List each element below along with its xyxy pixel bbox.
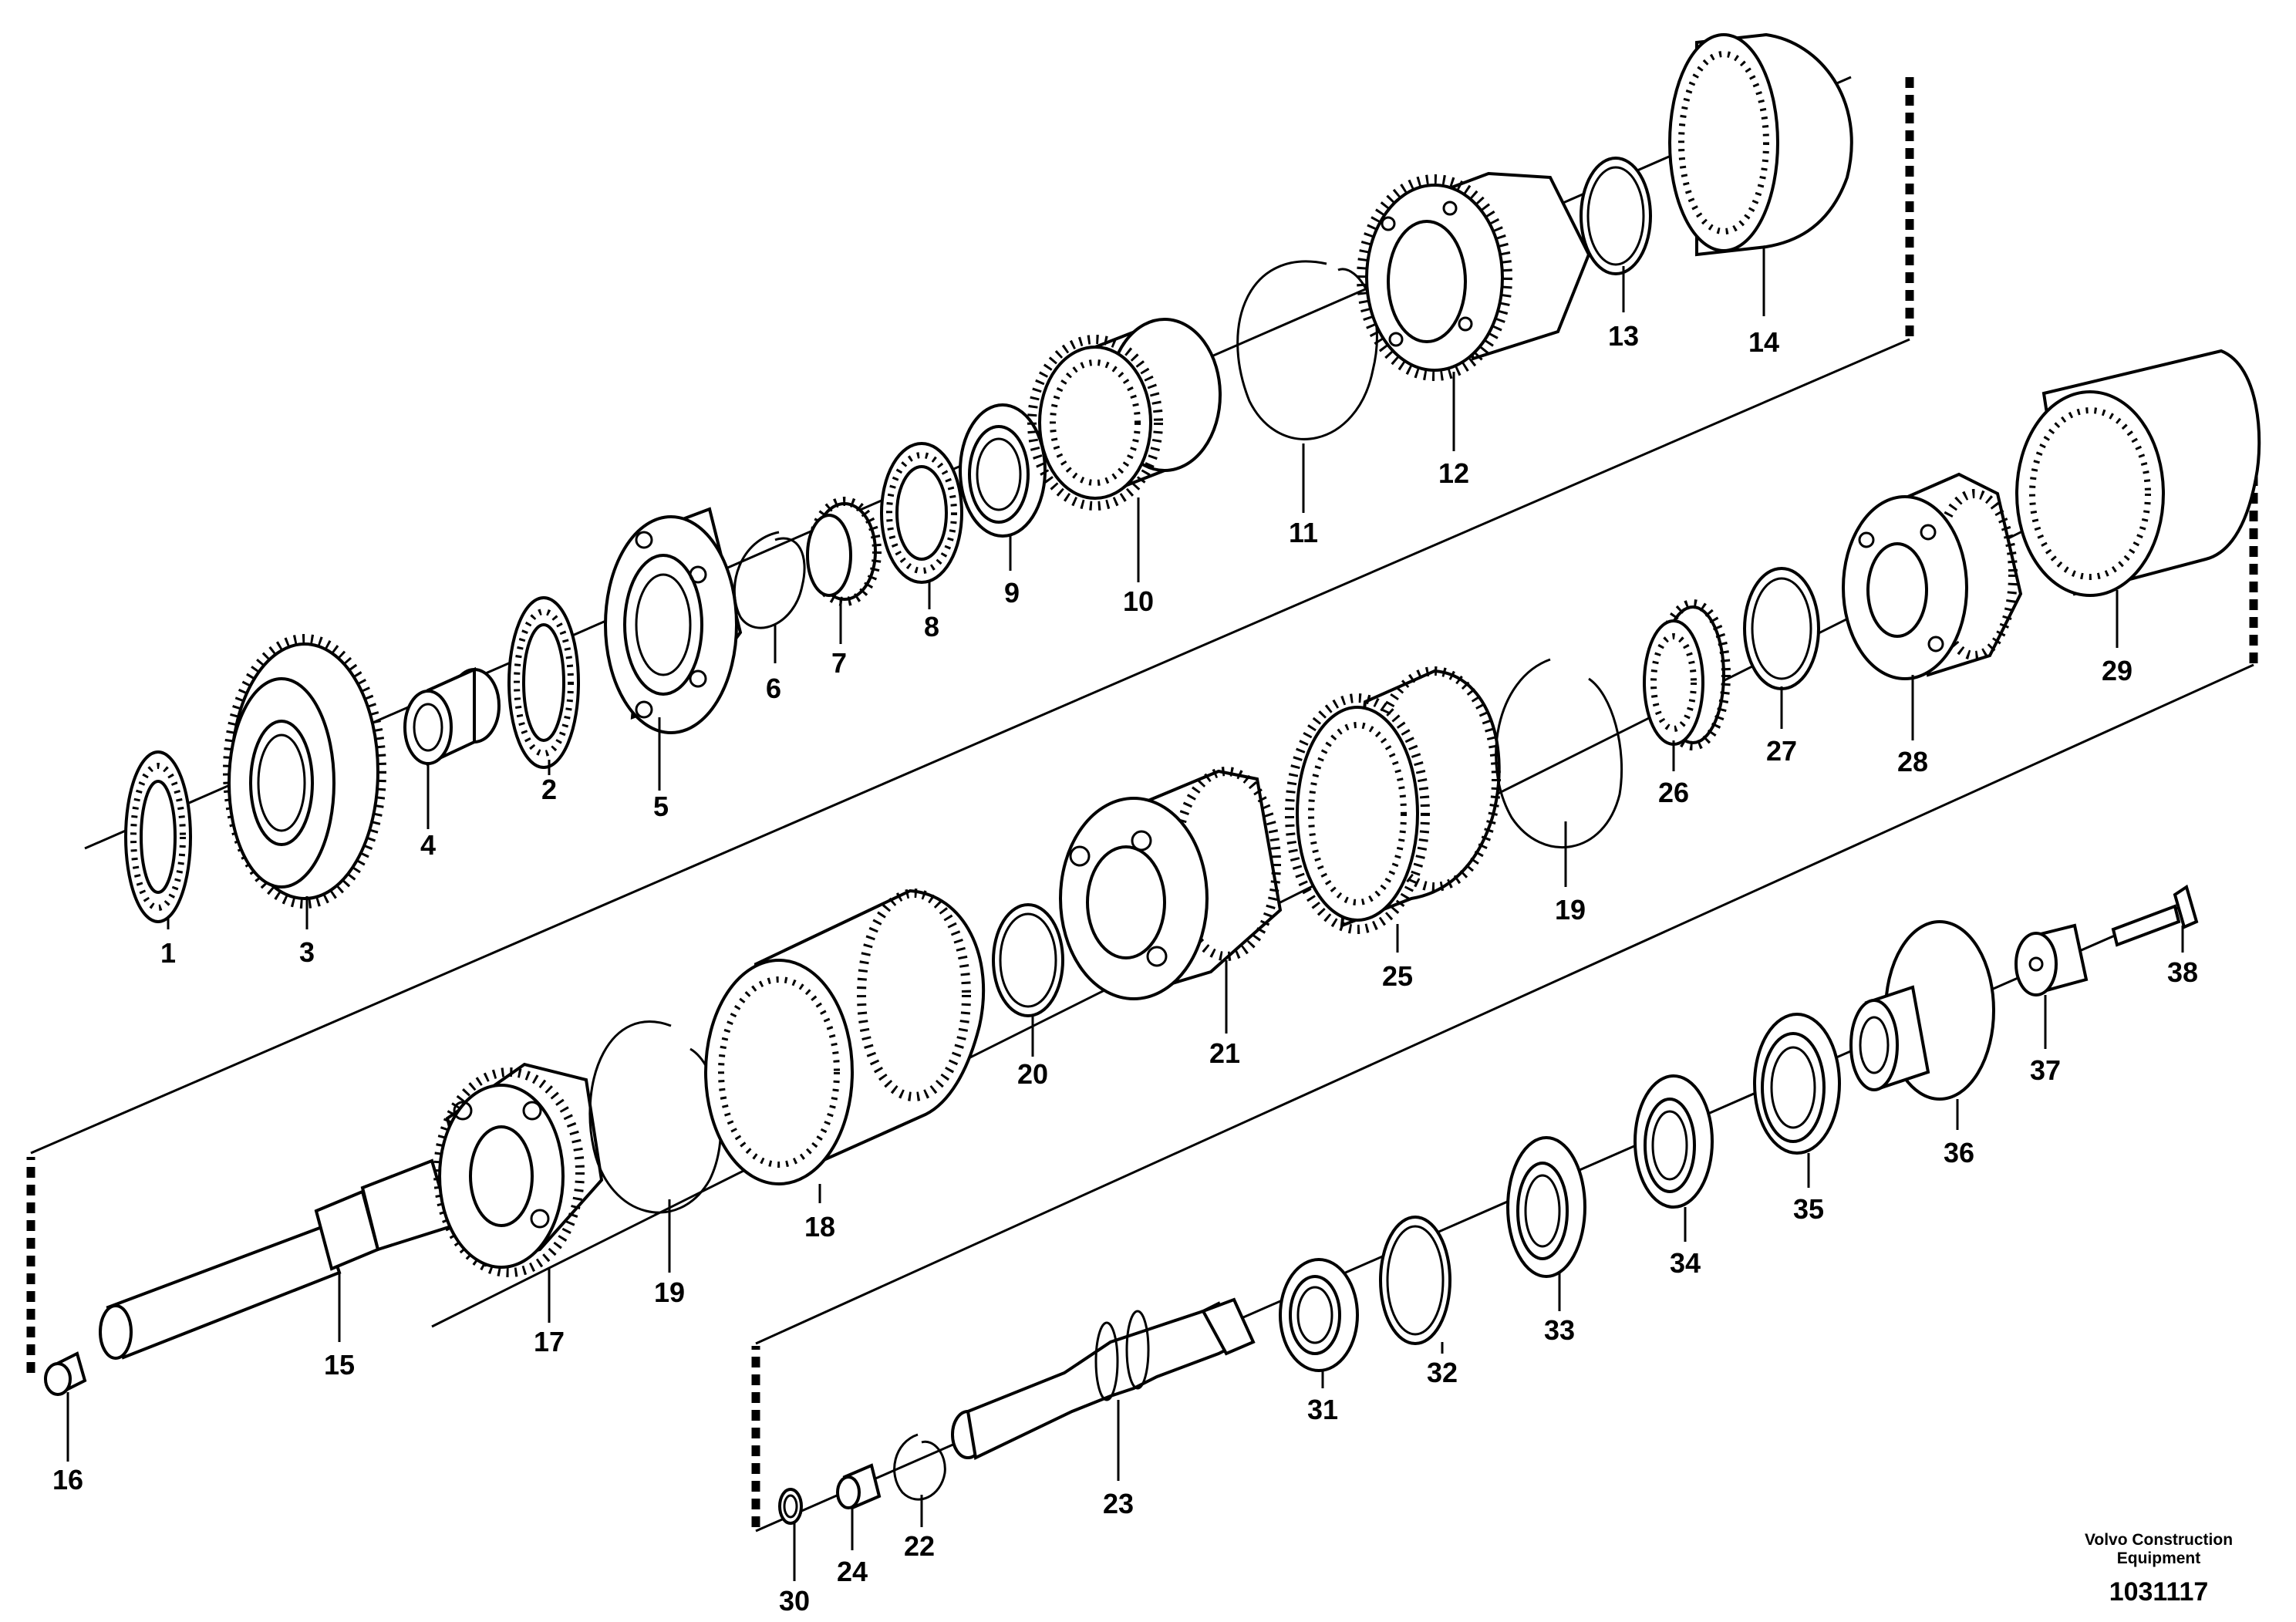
callout-23: 23 (1103, 1488, 1134, 1519)
part-23 (951, 1297, 1256, 1460)
part-30 (778, 1488, 803, 1525)
callout-18: 18 (804, 1211, 835, 1243)
part-2 (507, 596, 580, 769)
callout-36: 36 (1944, 1137, 1974, 1168)
part-5 (604, 507, 743, 734)
callout-38: 38 (2167, 956, 2198, 988)
callout-15: 15 (324, 1349, 355, 1381)
callout-33: 33 (1544, 1314, 1575, 1346)
part-36 (1849, 920, 1995, 1101)
part-9 (959, 403, 1047, 538)
manufacturer-line-2: Equipment (2116, 1549, 2201, 1567)
part-20 (992, 903, 1064, 1017)
part-38 (2111, 884, 2199, 947)
callout-25: 25 (1382, 960, 1413, 992)
callout-8: 8 (924, 611, 939, 642)
part-15 (99, 1158, 453, 1360)
leader-lines (66, 247, 2184, 1581)
callout-19-upper: 19 (1555, 894, 1586, 926)
part-1 (124, 750, 192, 923)
part-24 (836, 1463, 882, 1510)
part-27 (1743, 567, 1820, 690)
part-11 (1236, 260, 1378, 440)
part-10 (1027, 318, 1222, 511)
part-3 (223, 634, 386, 909)
part-28 (1842, 472, 2023, 680)
part-25 (1285, 666, 1501, 934)
part-21 (1059, 767, 1283, 1000)
part-31 (1279, 1258, 1359, 1372)
part-33 (1506, 1136, 1586, 1278)
dashed-connector-upper (30, 338, 1910, 1155)
part-8 (880, 442, 963, 584)
callout-12: 12 (1438, 457, 1469, 489)
part-22 (893, 1433, 946, 1501)
callout-4: 4 (420, 829, 436, 861)
callout-34: 34 (1670, 1247, 1701, 1279)
part-19-upper (1495, 658, 1623, 849)
callout-27: 27 (1766, 735, 1797, 767)
part-17 (433, 1062, 604, 1277)
part-35 (1753, 1013, 1841, 1155)
callout-1: 1 (160, 937, 176, 969)
part-7 (806, 497, 882, 606)
callout-6: 6 (766, 673, 781, 704)
manufacturer-line-1: Volvo Construction (2084, 1531, 2234, 1549)
callout-13: 13 (1608, 320, 1639, 352)
callout-10: 10 (1123, 585, 1154, 617)
callout-28: 28 (1897, 746, 1928, 777)
part-12 (1357, 171, 1591, 381)
callout-3: 3 (299, 936, 315, 968)
part-37 (2014, 923, 2089, 996)
part-18 (704, 889, 986, 1185)
callout-14: 14 (1748, 326, 1779, 358)
callout-26: 26 (1658, 777, 1689, 808)
callout-22: 22 (904, 1530, 935, 1562)
callout-5: 5 (653, 791, 669, 822)
callout-16: 16 (52, 1464, 83, 1496)
callout-9: 9 (1004, 577, 1020, 609)
part-16 (44, 1351, 87, 1396)
part-6 (733, 531, 806, 629)
callout-17: 17 (534, 1326, 565, 1357)
callout-32: 32 (1427, 1357, 1458, 1388)
callout-30: 30 (779, 1585, 810, 1617)
callout-29: 29 (2102, 655, 2132, 686)
part-32 (1379, 1216, 1451, 1345)
part-26 (1643, 599, 1731, 750)
part-4 (403, 666, 501, 767)
callout-24: 24 (837, 1556, 868, 1587)
callout-35: 35 (1793, 1193, 1824, 1225)
callout-31: 31 (1307, 1394, 1338, 1425)
callout-37: 37 (2030, 1054, 2061, 1086)
callout-7: 7 (831, 647, 847, 679)
drawing-number: 1031117 (2109, 1577, 2209, 1607)
dashed-connector-lower (755, 663, 2254, 1345)
callout-2: 2 (541, 774, 557, 805)
callout-21: 21 (1209, 1037, 1240, 1069)
part-34 (1633, 1074, 1714, 1209)
part-13 (1580, 157, 1652, 275)
part-29 (2015, 349, 2261, 597)
part-14 (1668, 32, 1853, 257)
callout-19-lower: 19 (654, 1276, 685, 1308)
callout-20: 20 (1017, 1058, 1048, 1090)
callout-11: 11 (1289, 517, 1318, 548)
callout-labels: 1 2 3 4 5 6 7 8 9 10 11 12 13 14 15 16 1… (52, 320, 2198, 1617)
part-19-lower (588, 1020, 723, 1214)
manufacturer-label: Volvo Construction Equipment (2058, 1531, 2259, 1568)
